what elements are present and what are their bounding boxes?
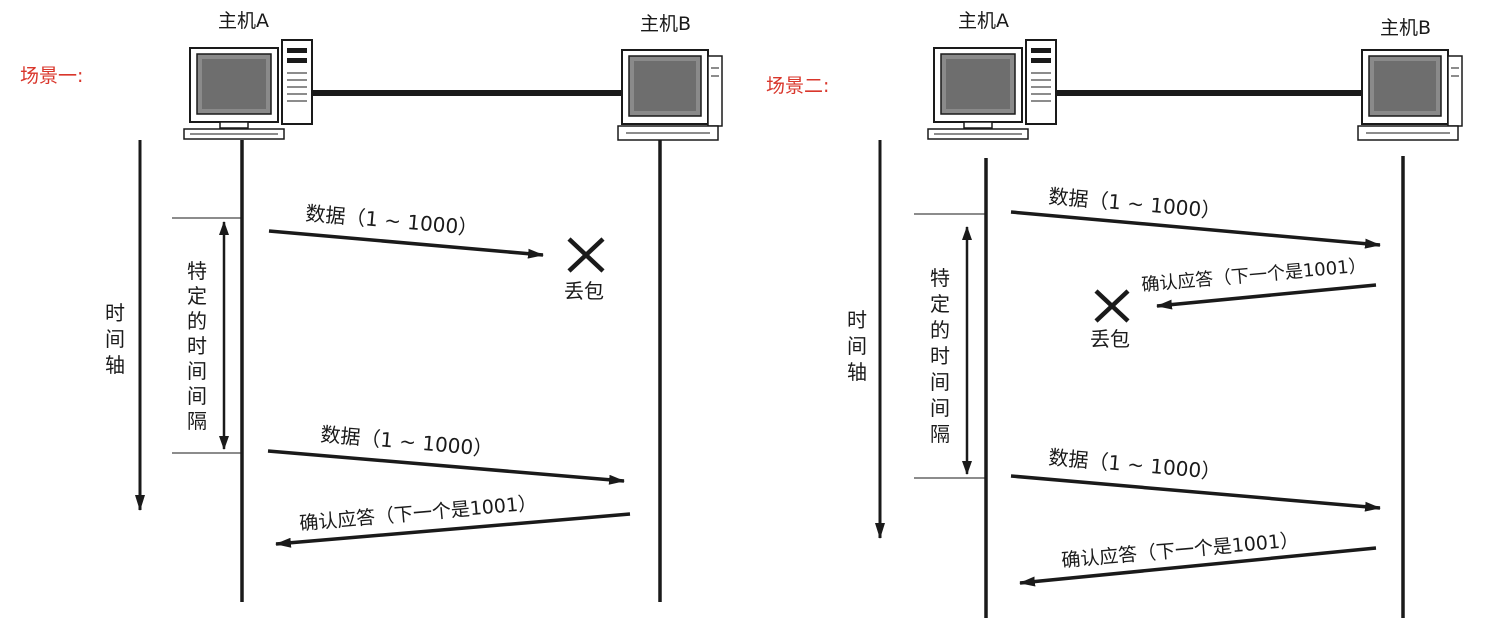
time-axis-label: 时 间 轴 <box>105 301 125 377</box>
host-b-computer-icon <box>618 50 722 140</box>
host-a-label: 主机A <box>218 10 269 32</box>
scene-2-label: 场景二: <box>766 75 829 97</box>
svg-text:隔: 隔 <box>187 409 207 433</box>
svg-text:间: 间 <box>847 334 867 358</box>
scene-1: 场景一: 主机A 主机B 时 间 轴 特 定 的 时 间 间 隔 数据（1 ~ … <box>20 10 722 602</box>
data-arrow-lost <box>269 231 543 255</box>
svg-text:定: 定 <box>930 292 950 316</box>
host-b-label: 主机B <box>1380 17 1431 39</box>
host-b-computer-icon <box>1358 50 1462 140</box>
svg-text:特: 特 <box>187 259 207 283</box>
svg-text:的: 的 <box>930 318 950 342</box>
host-a-computer-icon <box>184 40 312 139</box>
svg-text:特: 特 <box>930 266 950 290</box>
scene-2: 场景二: 主机A 主机B 时 间 轴 特 定 的 时 间 间 隔 数据（1 ~ … <box>766 10 1462 618</box>
interval-label: 特 定 的 时 间 间 隔 <box>187 259 207 433</box>
svg-text:时: 时 <box>187 334 207 358</box>
svg-text:间: 间 <box>105 327 125 351</box>
host-a-label: 主机A <box>958 10 1009 32</box>
data-label-2: 数据（1 ~ 1000） <box>320 422 495 461</box>
svg-text:时: 时 <box>847 308 867 332</box>
lost-packet-x-icon <box>1096 291 1128 321</box>
data-label-2: 数据（1 ~ 1000） <box>1048 445 1223 484</box>
ack-label: 确认应答（下一个是1001） <box>299 492 538 535</box>
svg-text:间: 间 <box>930 370 950 394</box>
time-axis-label: 时 间 轴 <box>847 308 867 384</box>
svg-text:时: 时 <box>105 301 125 325</box>
svg-text:间: 间 <box>187 359 207 383</box>
lost-packet-x-icon <box>569 239 603 271</box>
svg-text:轴: 轴 <box>105 353 125 377</box>
svg-text:间: 间 <box>930 396 950 420</box>
svg-text:时: 时 <box>930 344 950 368</box>
svg-text:定: 定 <box>187 284 207 308</box>
scene-1-label: 场景一: <box>20 65 83 87</box>
lost-label: 丢包 <box>564 279 604 303</box>
svg-text:的: 的 <box>187 309 207 333</box>
lost-label: 丢包 <box>1090 327 1130 351</box>
svg-text:轴: 轴 <box>847 360 867 384</box>
host-b-label: 主机B <box>640 13 691 35</box>
interval-label: 特 定 的 时 间 间 隔 <box>930 266 950 446</box>
data-label-1: 数据（1 ~ 1000） <box>305 201 480 240</box>
svg-text:间: 间 <box>187 384 207 408</box>
svg-text:隔: 隔 <box>930 422 950 446</box>
host-a-computer-icon <box>928 40 1056 139</box>
